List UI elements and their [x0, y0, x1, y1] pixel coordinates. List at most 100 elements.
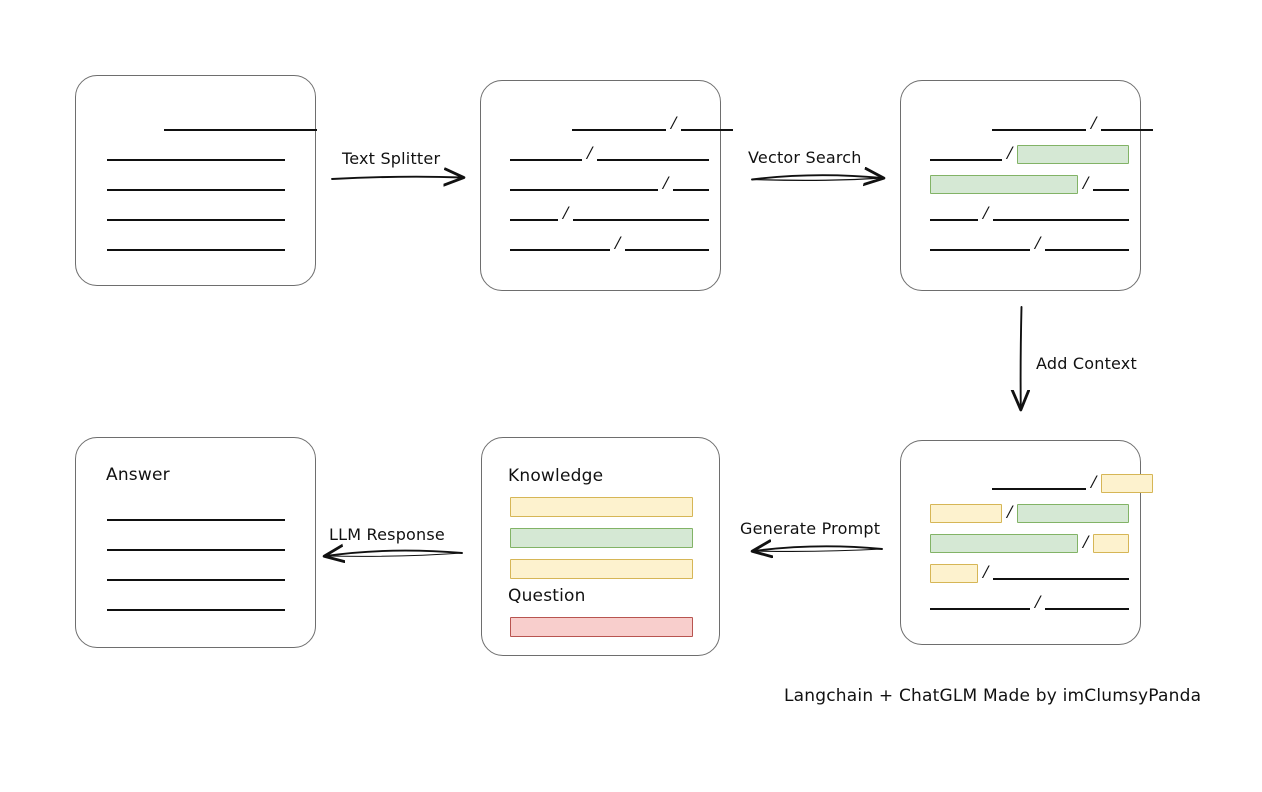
slash-separator: /: [1083, 531, 1089, 553]
context-chunk-highlight: [930, 503, 1002, 523]
rule-segment: [164, 129, 317, 131]
question-bar: [510, 617, 693, 637]
matched-chunk-highlight: [1017, 144, 1130, 164]
rule-segment: [681, 129, 734, 131]
answer-label: Answer: [106, 465, 170, 485]
doc-line: /: [930, 561, 1130, 583]
rule-segment: [107, 549, 285, 551]
context-chunk-highlight: [930, 563, 978, 583]
context-chunk-highlight: [1093, 533, 1130, 553]
doc-line: [107, 174, 285, 194]
slash-separator: /: [587, 142, 593, 164]
rule-segment: [993, 578, 1130, 580]
arrow-vector-search: [751, 175, 882, 180]
rule-segment: [107, 579, 285, 581]
doc-line: [107, 564, 285, 584]
doc-line: /: [510, 112, 734, 134]
node-context-chunks[interactable]: / / / / /: [900, 440, 1154, 645]
slash-separator: /: [563, 202, 569, 224]
rule-segment: [597, 159, 710, 161]
doc-line: [107, 234, 285, 254]
node-source-document[interactable]: [75, 75, 317, 286]
doc-line: /: [930, 471, 1154, 493]
context-chunk-highlight: [1101, 473, 1154, 493]
node-matched-chunks[interactable]: / / / / /: [900, 80, 1154, 291]
rule-segment: [107, 189, 285, 191]
matched-chunk-highlight: [930, 533, 1078, 553]
node-split-chunks[interactable]: / / / / /: [480, 80, 734, 291]
slash-separator: /: [1035, 232, 1041, 254]
rule-segment: [993, 219, 1130, 221]
rule-segment: [1093, 189, 1130, 191]
doc-line: /: [510, 172, 710, 194]
rule-segment: [930, 249, 1030, 251]
matched-chunk-highlight: [930, 174, 1078, 194]
question-label: Question: [508, 586, 586, 606]
edge-label-llm-response: LLM Response: [329, 525, 445, 544]
rule-segment: [1045, 608, 1130, 610]
slash-separator: /: [1007, 142, 1013, 164]
rule-segment: [107, 519, 285, 521]
footer-caption: Langchain + ChatGLM Made by imClumsyPand…: [784, 686, 1202, 706]
doc-line: /: [510, 232, 710, 254]
doc-line: [107, 504, 285, 524]
rule-segment: [673, 189, 710, 191]
rule-segment: [1101, 129, 1154, 131]
knowledge-label: Knowledge: [508, 466, 604, 486]
edge-label-generate-prompt: Generate Prompt: [740, 519, 881, 538]
doc-line: /: [930, 501, 1130, 523]
edge-label-text-splitter: Text Splitter: [342, 149, 441, 168]
doc-line: /: [510, 142, 710, 164]
doc-line: /: [930, 232, 1130, 254]
rule-segment: [992, 488, 1086, 490]
slash-separator: /: [1083, 172, 1089, 194]
arrow-llm-response: [326, 551, 463, 557]
rule-segment: [107, 219, 285, 221]
doc-line: /: [930, 142, 1130, 164]
knowledge-bar: [510, 497, 693, 517]
knowledge-bar: [510, 559, 693, 579]
node-prompt[interactable]: Knowledge Question: [481, 437, 720, 656]
doc-line: /: [930, 172, 1130, 194]
rule-segment: [930, 159, 1002, 161]
matched-chunk-highlight: [1017, 503, 1130, 523]
arrow-generate-prompt: [754, 546, 883, 551]
slash-separator: /: [1091, 471, 1097, 493]
slash-separator: /: [615, 232, 621, 254]
rule-segment: [510, 249, 610, 251]
doc-line: [107, 204, 285, 224]
slash-separator: /: [983, 561, 989, 583]
doc-line: /: [510, 202, 710, 224]
rule-segment: [930, 608, 1030, 610]
slash-separator: /: [1007, 501, 1013, 523]
rule-segment: [930, 219, 978, 221]
edge-label-add-context: Add Context: [1036, 354, 1137, 373]
arrow-text-splitter: [331, 177, 462, 179]
rule-segment: [1045, 249, 1130, 251]
slash-separator: /: [1035, 591, 1041, 613]
edge-label-vector-search: Vector Search: [748, 148, 862, 167]
knowledge-bar: [510, 528, 693, 548]
doc-line: /: [930, 112, 1154, 134]
doc-line: [107, 594, 285, 614]
arrow-add-context: [1021, 306, 1022, 408]
rule-segment: [573, 219, 710, 221]
slash-separator: /: [983, 202, 989, 224]
doc-line: [107, 144, 285, 164]
doc-line: /: [930, 591, 1130, 613]
doc-line: /: [930, 531, 1130, 553]
slash-separator: /: [663, 172, 669, 194]
rule-segment: [107, 249, 285, 251]
rule-segment: [510, 189, 658, 191]
node-answer[interactable]: Answer: [75, 437, 316, 648]
rule-segment: [510, 159, 582, 161]
slash-separator: /: [1091, 112, 1097, 134]
rule-segment: [510, 219, 558, 221]
rule-segment: [572, 129, 666, 131]
doc-line: [107, 534, 285, 554]
slash-separator: /: [671, 112, 677, 134]
rule-segment: [107, 159, 285, 161]
doc-line: /: [930, 202, 1130, 224]
rule-segment: [992, 129, 1086, 131]
